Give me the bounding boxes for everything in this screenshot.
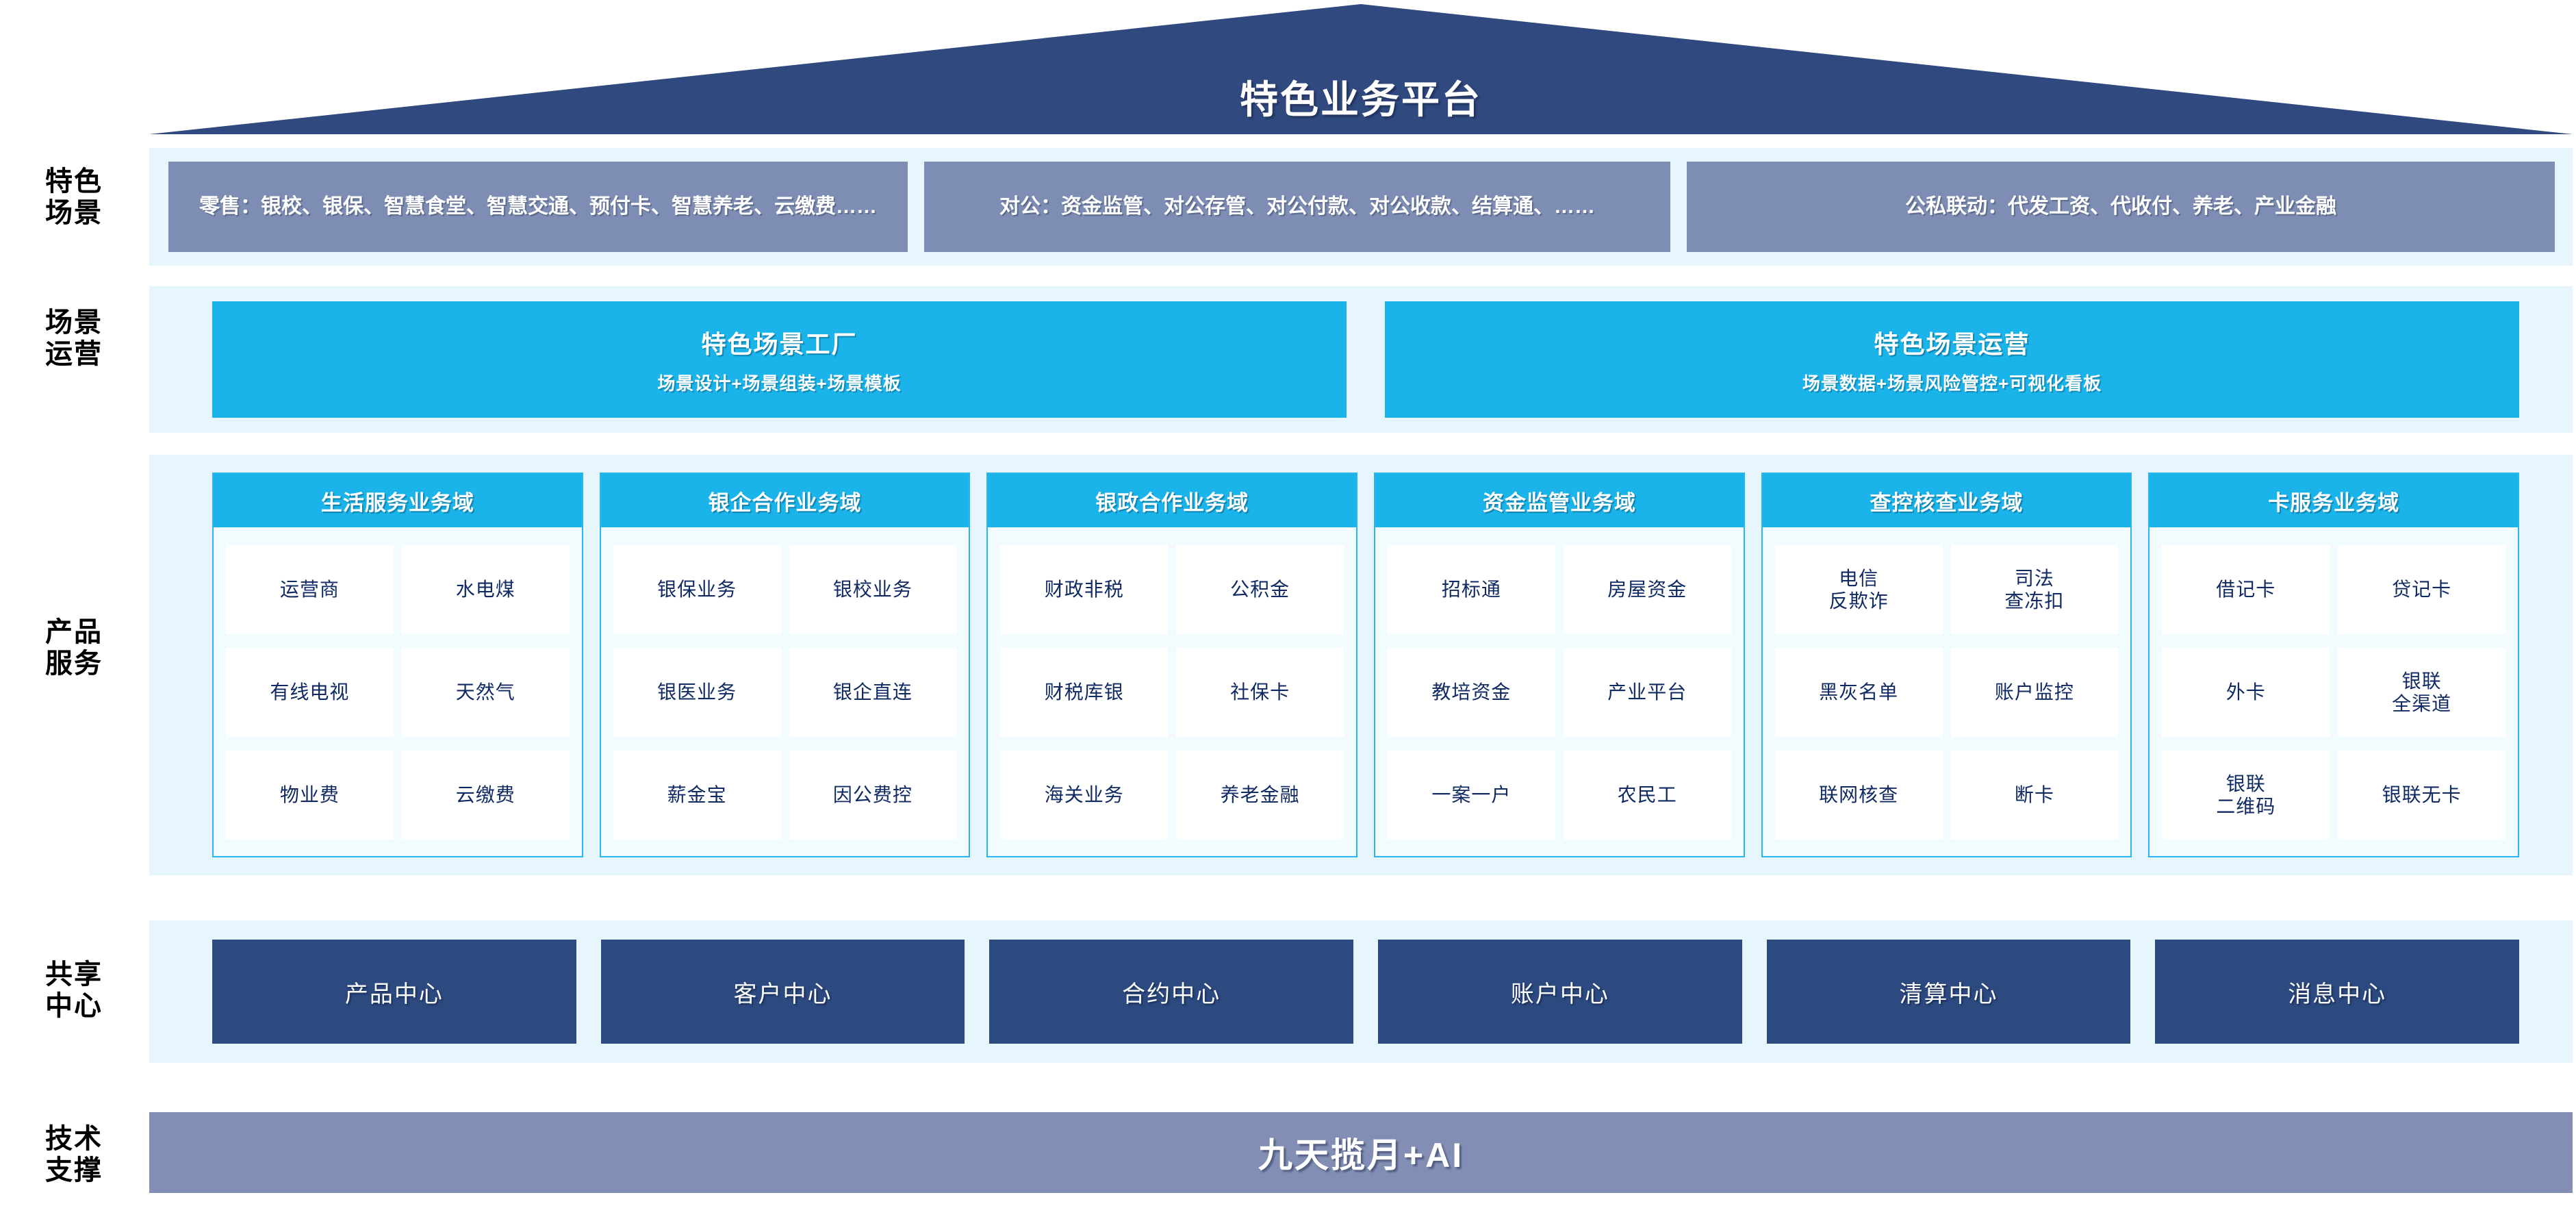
domain-card-bank-government[interactable]: 银政合作业务域 财政非税 公积金 财税库银 社保卡 海关业务 养老金融	[986, 473, 1358, 857]
ops-box-scene-operation[interactable]: 特色场景运营 场景数据+场景风险管控+可视化看板	[1385, 301, 2519, 418]
domain-grid: 电信反欺诈 司法查冻扣 黑灰名单 账户监控 联网核查 断卡	[1763, 527, 2131, 856]
domain-item[interactable]: 物业费	[226, 751, 394, 840]
scene-box-linkage[interactable]: 公私联动：代发工资、代收付、养老、产业金融	[1687, 162, 2555, 252]
domain-item[interactable]: 黑灰名单	[1774, 648, 1943, 737]
tech-support-bar[interactable]: 九天揽月+AI	[149, 1112, 2573, 1193]
domain-item[interactable]: 账户监控	[1950, 648, 2119, 737]
domain-grid: 借记卡 贷记卡 外卡 银联全渠道 银联二维码 银联无卡	[2150, 527, 2518, 856]
domain-item[interactable]: 电信反欺诈	[1774, 545, 1943, 634]
ops-box-scene-factory[interactable]: 特色场景工厂 场景设计+场景组装+场景模板	[212, 301, 1347, 418]
domain-card-bank-enterprise[interactable]: 银企合作业务域 银保业务 银校业务 银医业务 银企直连 薪金宝 因公费控	[599, 473, 971, 857]
ops-subtitle: 场景数据+场景风险管控+可视化看板	[1802, 373, 2102, 394]
domain-item[interactable]: 产业平台	[1563, 648, 1731, 737]
platform-title: 特色业务平台	[1240, 78, 1482, 121]
axis-label-scenes: 特色场景	[45, 166, 103, 229]
domain-title: 生活服务业务域	[214, 474, 582, 527]
domain-card-life-service[interactable]: 生活服务业务域 运营商 水电煤 有线电视 天然气 物业费 云缴费	[212, 473, 583, 857]
axis-label-tech: 技术支撑	[45, 1124, 103, 1186]
domain-item[interactable]: 贷记卡	[2338, 545, 2506, 634]
domain-item[interactable]: 银联二维码	[2162, 751, 2330, 840]
domain-item[interactable]: 薪金宝	[613, 751, 781, 840]
domain-title: 资金监管业务域	[1375, 474, 1744, 527]
domain-item[interactable]: 招标通	[1388, 545, 1555, 634]
domain-item[interactable]: 断卡	[1950, 751, 2119, 840]
domain-item[interactable]: 养老金融	[1176, 751, 1344, 840]
center-box-account[interactable]: 账户中心	[1378, 940, 1742, 1044]
domain-item[interactable]: 因公费控	[789, 751, 957, 840]
domain-title: 银政合作业务域	[988, 474, 1357, 527]
domain-card-card-service[interactable]: 卡服务业务域 借记卡 贷记卡 外卡 银联全渠道 银联二维码 银联无卡	[2148, 473, 2520, 857]
domain-item[interactable]: 水电煤	[401, 545, 570, 634]
domain-item[interactable]: 外卡	[2162, 648, 2330, 737]
domain-grid: 招标通 房屋资金 教培资金 产业平台 一案一户 农民工	[1375, 527, 1744, 856]
axis-label-centers: 共享中心	[45, 959, 103, 1022]
domain-item[interactable]: 有线电视	[226, 648, 394, 737]
domain-item[interactable]: 天然气	[401, 648, 570, 737]
center-box-customer[interactable]: 客户中心	[600, 940, 965, 1044]
domain-item[interactable]: 海关业务	[1000, 751, 1169, 840]
domain-item[interactable]: 云缴费	[401, 751, 570, 840]
domain-item[interactable]: 银保业务	[613, 545, 781, 634]
axis-label-products: 产品服务	[45, 617, 103, 679]
domain-grid: 银保业务 银校业务 银医业务 银企直连 薪金宝 因公费控	[601, 527, 969, 856]
ops-subtitle: 场景设计+场景组装+场景模板	[657, 373, 902, 394]
domain-item[interactable]: 银医业务	[613, 648, 781, 737]
center-box-product[interactable]: 产品中心	[212, 940, 576, 1044]
domain-grid: 财政非税 公积金 财税库银 社保卡 海关业务 养老金融	[988, 527, 1356, 856]
center-box-message[interactable]: 消息中心	[2155, 940, 2520, 1044]
domain-item[interactable]: 一案一户	[1388, 751, 1555, 840]
domains-row: 生活服务业务域 运营商 水电煤 有线电视 天然气 物业费 云缴费 银企合作业务域…	[212, 473, 2520, 857]
scene-row: 零售：银校、银保、智慧食堂、智慧交通、预付卡、智慧养老、云缴费…… 对公：资金监…	[168, 162, 2555, 252]
domain-item[interactable]: 社保卡	[1176, 648, 1344, 737]
ops-title: 特色场景工厂	[701, 329, 858, 358]
center-box-clearing[interactable]: 清算中心	[1766, 940, 2131, 1044]
domain-grid: 运营商 水电煤 有线电视 天然气 物业费 云缴费	[214, 527, 582, 856]
domain-item[interactable]: 联网核查	[1774, 751, 1943, 840]
domain-item[interactable]: 借记卡	[2162, 545, 2330, 634]
domain-item[interactable]: 运营商	[226, 545, 394, 634]
domain-item[interactable]: 银联全渠道	[2338, 648, 2506, 737]
domain-title: 查控核查业务域	[1762, 474, 2131, 527]
domain-title: 银企合作业务域	[600, 474, 969, 527]
domain-item[interactable]: 公积金	[1176, 545, 1344, 634]
platform-roof: 特色业务平台	[149, 4, 2573, 134]
center-box-contract[interactable]: 合约中心	[989, 940, 1354, 1044]
domain-item[interactable]: 房屋资金	[1563, 545, 1731, 634]
domain-item[interactable]: 银联无卡	[2338, 751, 2506, 840]
scene-box-corporate[interactable]: 对公：资金监管、对公存管、对公付款、对公收款、结算通、……	[924, 162, 1670, 252]
domain-item[interactable]: 财政非税	[1000, 545, 1169, 634]
ops-title: 特色场景运营	[1874, 329, 2030, 358]
domain-item[interactable]: 司法查冻扣	[1950, 545, 2119, 634]
domain-item[interactable]: 财税库银	[1000, 648, 1169, 737]
shared-centers-row: 产品中心 客户中心 合约中心 账户中心 清算中心 消息中心	[212, 940, 2520, 1044]
axis-label-ops: 场景运营	[45, 307, 103, 370]
domain-item[interactable]: 银企直连	[789, 648, 957, 737]
domain-item[interactable]: 教培资金	[1388, 648, 1555, 737]
scene-box-retail[interactable]: 零售：银校、银保、智慧食堂、智慧交通、预付卡、智慧养老、云缴费……	[168, 162, 908, 252]
domain-title: 卡服务业务域	[2150, 474, 2518, 527]
domain-item[interactable]: 银校业务	[789, 545, 957, 634]
domain-item[interactable]: 农民工	[1563, 751, 1731, 840]
domain-card-fund-supervision[interactable]: 资金监管业务域 招标通 房屋资金 教培资金 产业平台 一案一户 农民工	[1374, 473, 1745, 857]
domain-card-investigation[interactable]: 查控核查业务域 电信反欺诈 司法查冻扣 黑灰名单 账户监控 联网核查 断卡	[1761, 473, 2132, 857]
operations-row: 特色场景工厂 场景设计+场景组装+场景模板 特色场景运营 场景数据+场景风险管控…	[212, 301, 2519, 418]
